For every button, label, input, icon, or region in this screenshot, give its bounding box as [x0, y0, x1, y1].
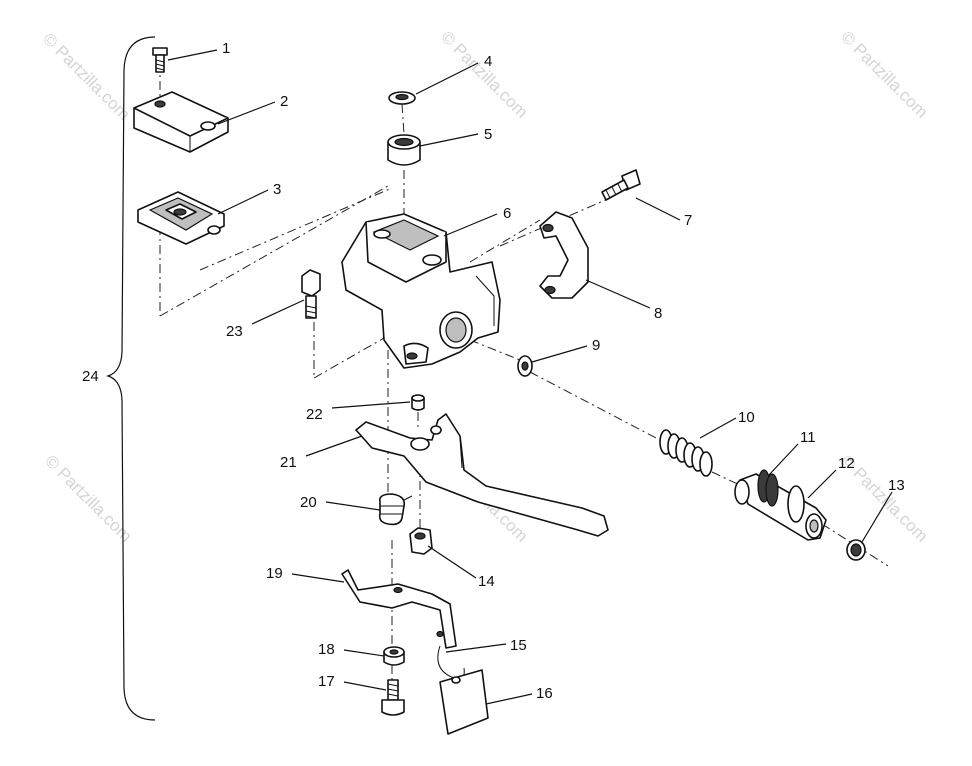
callout-22: 22: [306, 406, 323, 423]
callout-17: 17: [318, 673, 335, 690]
part-7-bolt: [601, 169, 641, 201]
callout-21: 21: [280, 454, 297, 471]
callout-6: 6: [503, 205, 511, 222]
part-18-spacer: [383, 646, 405, 666]
part-2-cap: [133, 91, 229, 153]
part-19-bracket: [341, 569, 457, 649]
callout-13: 13: [888, 477, 905, 494]
part-21-lever: [355, 413, 609, 537]
part-23-pivot-bolt: [301, 269, 321, 319]
callout-18: 18: [318, 641, 335, 658]
callout-10: 10: [738, 409, 755, 426]
callout-19: 19: [266, 565, 283, 582]
watermark: © Partzilla.com: [39, 29, 133, 123]
callout-8: 8: [654, 305, 662, 322]
part-14-nut: [409, 527, 433, 555]
leader-lines: [167, 49, 893, 705]
callout-3: 3: [273, 181, 281, 198]
callout-11: 11: [800, 429, 816, 446]
callout-12: 12: [838, 455, 855, 472]
part-6-master-cylinder: [341, 213, 501, 369]
callout-16: 16: [536, 685, 553, 702]
part-5-bushing: [387, 134, 421, 166]
watermark: © Partzilla.com: [41, 451, 135, 545]
callout-15: 15: [510, 637, 527, 654]
callout-20: 20: [300, 494, 317, 511]
part-4-washer: [388, 91, 416, 105]
part-1-screw: [152, 47, 168, 73]
part-3-diaphragm: [137, 191, 225, 245]
callout-24: 24: [82, 368, 99, 385]
part-13-o-ring: [846, 539, 866, 561]
callout-23: 23: [226, 323, 243, 340]
part-9-washer: [517, 355, 533, 377]
part-16-tag: [439, 669, 489, 735]
callout-5: 5: [484, 126, 492, 143]
assembly-bracket: [105, 36, 156, 721]
callout-4: 4: [484, 53, 492, 70]
part-11-12-piston: [734, 469, 827, 541]
callout-1: 1: [222, 40, 230, 57]
watermark: © Partzilla.com: [437, 27, 531, 121]
part-22-pin: [411, 394, 425, 411]
part-10-spring: [659, 429, 713, 477]
watermark: © Partzilla.com: [837, 27, 931, 121]
callout-7: 7: [684, 212, 692, 229]
callout-2: 2: [280, 93, 288, 110]
part-8-clamp: [539, 211, 589, 299]
callout-14: 14: [478, 573, 495, 590]
part-20-spring: [378, 493, 413, 526]
part-17-screw: [381, 679, 405, 716]
callout-9: 9: [592, 337, 600, 354]
callout-numbers: 1 2 3 4 5 6 7 8 9 10 11 12 13 14 15 16 1…: [82, 40, 905, 702]
